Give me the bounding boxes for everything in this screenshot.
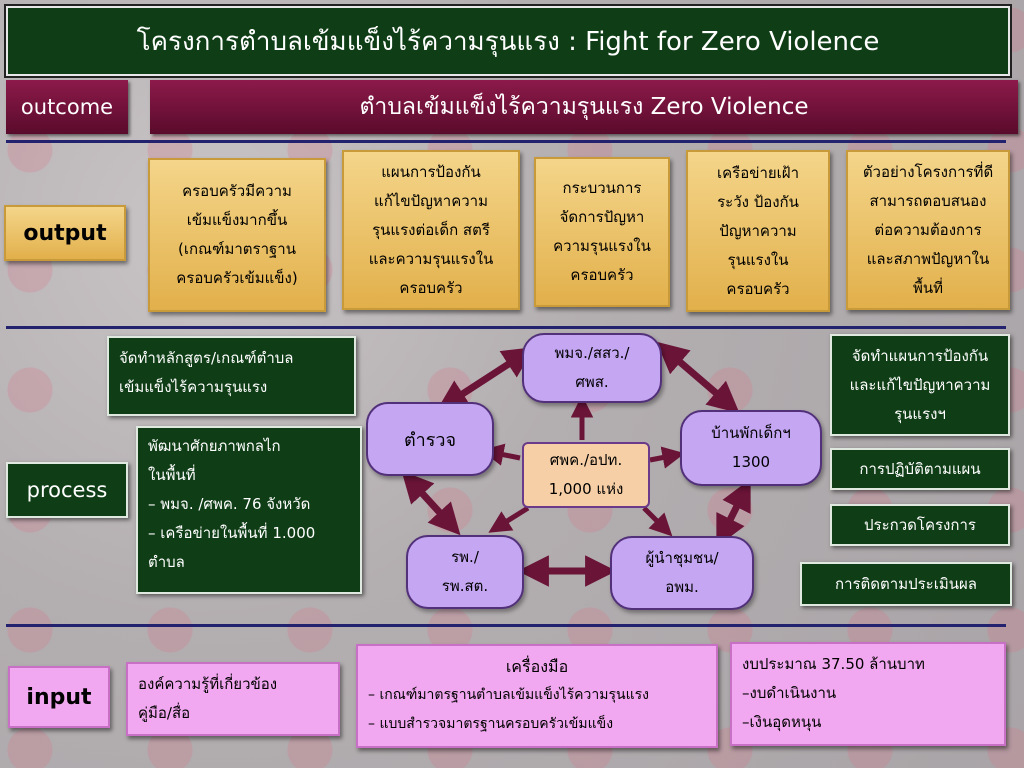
output-line: ครอบครัวมีความ xyxy=(182,182,292,200)
process-line: ตำบล xyxy=(148,553,185,571)
node-line: บ้านพักเด็กฯ xyxy=(711,424,791,442)
input-line: –เงินอุดหนุน xyxy=(742,713,822,731)
output-box-network: เครือข่ายเฝ้า ระวัง ป้องกัน ปัญหาความ รุ… xyxy=(686,150,830,312)
process-line: จัดทำหลักสูตร/เกณฑ์ตำบล xyxy=(119,349,294,367)
process-line: เข้มแข็งไร้ความรุนแรง xyxy=(119,378,268,396)
output-line: สามารถตอบสนอง xyxy=(869,191,987,210)
arrow-center-hospital xyxy=(488,505,530,533)
output-box-plan: แผนการป้องกัน แก้ไขปัญหาความ รุนแรงต่อเด… xyxy=(342,150,520,310)
process-line: – พมจ. /ศพค. 76 จังหวัด xyxy=(148,495,311,513)
output-line: และความรุนแรงใน xyxy=(368,249,494,268)
node-line: 1300 xyxy=(731,453,771,471)
page-title: โครงการตำบลเข้มแข็งไร้ความรุนแรง : Fight… xyxy=(6,6,1010,76)
process-plan-box: จัดทำแผนการป้องกัน และแก้ไขปัญหาความ รุน… xyxy=(830,334,1010,436)
output-line: ตัวอย่างโครงการที่ดี xyxy=(862,162,994,181)
process-line: จัดทำแผนการป้องกัน xyxy=(851,346,989,365)
process-line: และแก้ไขปัญหาความ xyxy=(849,375,991,394)
input-budget-box: งบประมาณ 37.50 ล้านบาท –งบดำเนินงาน –เงิ… xyxy=(730,642,1006,746)
divider-output xyxy=(6,326,1006,329)
output-line: เครือข่ายเฝ้า xyxy=(716,163,800,182)
input-line: คู่มือ/สื่อ xyxy=(138,704,191,722)
output-line: ปัญหาความ xyxy=(719,221,797,240)
node-line: ศพค./อปท. xyxy=(549,451,623,469)
process-line: รุนแรงฯ xyxy=(894,404,946,423)
process-curriculum-box: จัดทำหลักสูตร/เกณฑ์ตำบล เข้มแข็งไร้ความร… xyxy=(107,336,356,416)
process-line: พัฒนาศักยภาพกลไก xyxy=(148,437,281,455)
output-line: (เกณฑ์มาตราฐาน xyxy=(178,240,296,258)
node-line: ศพส. xyxy=(575,373,609,391)
input-tools-title: เครื่องมือ xyxy=(505,657,569,676)
output-line: แผนการป้องกัน xyxy=(381,162,481,181)
arrow-center-leader xyxy=(642,506,673,537)
outcome-label: outcome xyxy=(6,80,128,134)
output-line: และสภาพปัญหาใน xyxy=(866,249,990,268)
node-line: ผู้นำชุมชน/ xyxy=(645,549,719,567)
outcome-text: ตำบลเข้มแข็งไร้ความรุนแรง Zero Violence xyxy=(150,80,1018,134)
node-pmj: พมจ./สสว./ ศพส. xyxy=(522,333,662,403)
divider-outcome xyxy=(6,140,1006,143)
input-line: – เกณฑ์มาตรฐานตำบลเข้มแข็งไร้ความรุนแรง xyxy=(368,687,649,703)
node-shelter: บ้านพักเด็กฯ 1300 xyxy=(680,410,822,486)
input-line: งบประมาณ 37.50 ล้านบาท xyxy=(742,655,925,673)
node-line: รพ./ xyxy=(451,548,479,566)
input-tools-box: เครื่องมือ – เกณฑ์มาตรฐานตำบลเข้มแข็งไร้… xyxy=(356,644,718,748)
node-hospital: รพ./ รพ.สต. xyxy=(406,535,524,609)
output-line: ต่อความต้องการ xyxy=(874,220,982,239)
process-label: process xyxy=(6,462,128,518)
output-line: ระวัง ป้องกัน xyxy=(717,192,799,211)
process-line: – เครือข่ายในพื้นที่ 1.000 xyxy=(148,524,316,542)
arrow-center-police xyxy=(481,443,521,466)
output-line: กระบวนการ xyxy=(562,179,642,197)
input-line: – แบบสำรวจมาตรฐานครอบครัวเข้มแข็ง xyxy=(368,716,614,732)
divider-process xyxy=(6,624,1006,627)
output-line: พื้นที่ xyxy=(912,278,944,297)
input-line: องค์ความรู้ที่เกี่ยวข้อง xyxy=(138,675,278,693)
arrow-shelter-leader xyxy=(716,478,751,548)
arrow-center-shelter xyxy=(649,446,685,469)
input-line: –งบดำเนินงาน xyxy=(742,684,837,702)
node-line: พมจ./สสว./ xyxy=(554,344,630,362)
output-line: เข้มแข็งมากขึ้น xyxy=(186,211,288,229)
arrow-police-top xyxy=(436,347,535,411)
output-line: รุนแรงใน xyxy=(727,250,789,269)
output-line: ครอบครัวเข้มแข็ง) xyxy=(176,269,298,287)
output-box-family: ครอบครัวมีความ เข้มแข็งมากขึ้น (เกณฑ์มาต… xyxy=(148,158,326,312)
process-contest-box: ประกวดโครงการ xyxy=(830,504,1010,546)
output-label: output xyxy=(4,205,126,261)
input-label: input xyxy=(8,666,110,728)
output-line: ครอบครัว xyxy=(399,278,463,297)
output-line: ครอบครัว xyxy=(726,279,790,298)
output-line: ครอบครัว xyxy=(570,266,634,284)
output-line: จัดการปัญหา xyxy=(559,208,645,226)
node-center: ศพค./อปท. 1,000 แห่ง xyxy=(522,442,650,508)
node-police: ตำรวจ xyxy=(366,402,494,476)
output-line: รุนแรงต่อเด็ก สตรี xyxy=(372,220,490,239)
node-leader: ผู้นำชุมชน/ อพม. xyxy=(610,536,754,610)
node-line: 1,000 แห่ง xyxy=(548,480,624,498)
process-evaluate-box: การติดตามประเมินผล xyxy=(800,562,1012,606)
output-box-process: กระบวนการ จัดการปัญหา ความรุนแรงใน ครอบค… xyxy=(534,157,670,307)
output-line: ความรุนแรงใน xyxy=(553,237,651,255)
process-line: ในพื้นที่ xyxy=(148,466,196,484)
node-line: อพม. xyxy=(665,578,699,596)
output-line: แก้ไขปัญหาความ xyxy=(374,191,488,210)
arrow-top-shelter xyxy=(656,341,740,414)
process-develop-box: พัฒนาศักยภาพกลไก ในพื้นที่ – พมจ. /ศพค. … xyxy=(136,426,362,594)
process-implement-box: การปฏิบัติตามแผน xyxy=(830,448,1010,490)
input-knowledge-box: องค์ความรู้ที่เกี่ยวข้อง คู่มือ/สื่อ xyxy=(126,662,340,736)
arrow-police-hospital xyxy=(401,470,461,536)
node-line: รพ.สต. xyxy=(441,577,489,595)
output-box-example: ตัวอย่างโครงการที่ดี สามารถตอบสนอง ต่อคว… xyxy=(846,150,1010,310)
